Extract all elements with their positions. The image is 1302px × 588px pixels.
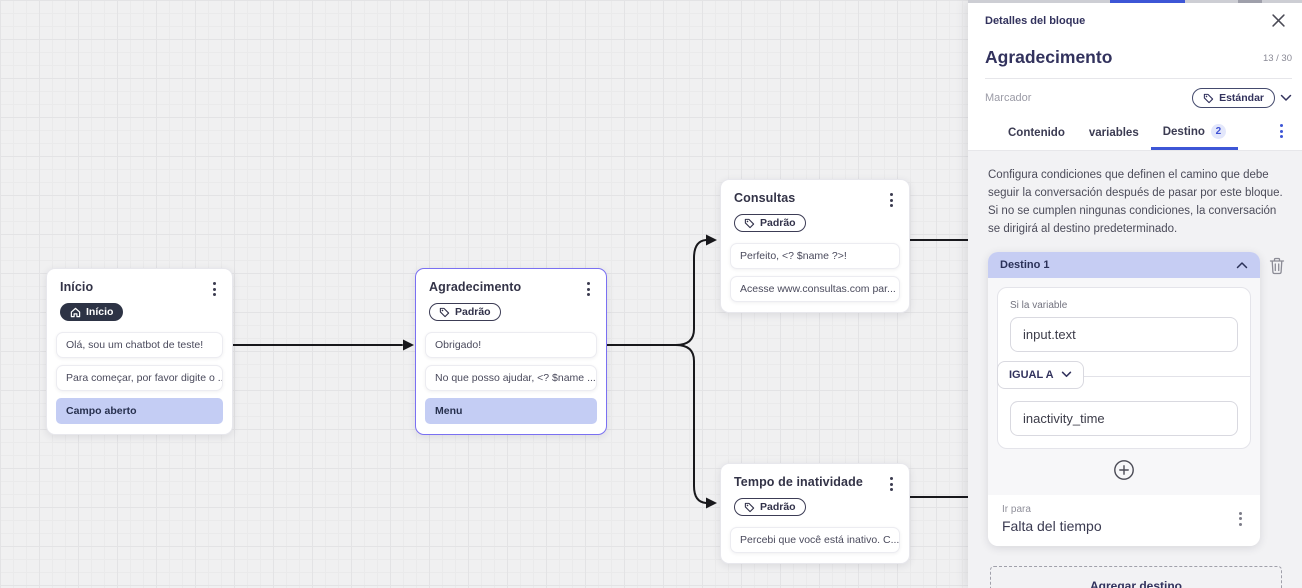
tag-icon <box>1203 93 1214 103</box>
destination-tab-content: Configura condiciones que definen el cam… <box>968 151 1302 588</box>
node-type-badge: Padrão <box>734 498 806 516</box>
destination-count-badge: 2 <box>1210 124 1226 139</box>
menu-row[interactable]: Menu <box>425 398 597 424</box>
trash-icon <box>1269 257 1285 274</box>
block-details-panel: Detalles del bloque Agradecimento 13 / 3… <box>968 0 1302 588</box>
open-field-row[interactable]: Campo aberto <box>56 398 223 424</box>
add-destination-button[interactable]: Agregar destino <box>990 565 1282 588</box>
message-row[interactable]: Olá, sou um chatbot de teste! <box>56 332 223 358</box>
node-type-badge: Padrão <box>734 214 806 232</box>
compare-value-input[interactable]: inactivity_time <box>1010 400 1238 436</box>
node-badge-label: Padrão <box>760 217 796 229</box>
marker-label: Marcador <box>985 92 1032 104</box>
scroll-indicator-thumb <box>1238 0 1262 3</box>
go-to-value[interactable]: Falta del tiempo <box>1002 517 1102 534</box>
condition-card: Si la variable input.text IGUAL A inacti… <box>997 286 1251 449</box>
node-badge-label: Padrão <box>760 501 796 513</box>
tag-icon <box>439 307 450 317</box>
node-menu-kebab-icon[interactable] <box>886 475 897 493</box>
block-name[interactable]: Agradecimento <box>985 47 1113 67</box>
destination-description: Configura condiciones que definen el cam… <box>988 169 1283 235</box>
destination-card: Destino 1 Si la variable input.text IGUA… <box>988 251 1260 546</box>
flow-canvas[interactable]: Início Início Olá, sou um chatbot de tes… <box>0 0 968 588</box>
node-title: Tempo de inatividade <box>734 475 863 489</box>
node-menu-kebab-icon[interactable] <box>583 280 594 298</box>
chevron-down-icon <box>1061 371 1071 378</box>
operator-row: IGUAL A <box>997 360 1250 392</box>
node-badge-label: Padrão <box>455 306 491 318</box>
message-row[interactable]: Acesse www.consultas.com par... <box>730 276 900 302</box>
add-condition-button[interactable] <box>1113 459 1135 481</box>
tab-variables[interactable]: variables <box>1088 127 1139 139</box>
node-title: Consultas <box>734 191 796 205</box>
destination-title: Destino 1 <box>1000 258 1050 271</box>
node-title: Agradecimento <box>429 280 522 294</box>
node-menu-kebab-icon[interactable] <box>886 191 897 209</box>
delete-destination-button[interactable] <box>1269 257 1285 275</box>
condition-label: Si la variable <box>1010 299 1068 311</box>
variable-input[interactable]: input.text <box>1010 316 1238 352</box>
message-row[interactable]: Percebi que você está inativo. C... <box>730 527 900 553</box>
flow-node-agradecimento[interactable]: Agradecimento Padrão Obrigado! No que po… <box>415 268 607 435</box>
home-icon <box>70 307 81 317</box>
chevron-up-icon[interactable] <box>1236 261 1248 269</box>
message-row[interactable]: Obrigado! <box>425 332 597 358</box>
scroll-indicator-active <box>1110 0 1185 3</box>
go-to-options-kebab-icon[interactable] <box>1235 510 1246 528</box>
node-type-badge: Início <box>60 303 124 321</box>
node-menu-kebab-icon[interactable] <box>209 280 220 298</box>
flow-node-inicio[interactable]: Início Início Olá, sou um chatbot de tes… <box>46 268 233 435</box>
tag-icon <box>744 502 755 512</box>
node-type-badge: Padrão <box>429 303 501 321</box>
plus-circle-icon <box>1114 459 1134 480</box>
message-row[interactable]: No que posso ajudar, <? $name ... <box>425 365 597 391</box>
node-badge-label: Início <box>86 306 114 318</box>
operator-select[interactable]: IGUAL A <box>997 360 1084 389</box>
marker-value: Estándar <box>1219 92 1264 104</box>
panel-title: Detalles del bloque <box>985 14 1086 27</box>
destination-card-header[interactable]: Destino 1 <box>988 251 1260 278</box>
message-row[interactable]: Perfeito, <? $name ?>! <box>730 243 900 269</box>
chevron-down-icon[interactable] <box>1280 94 1292 102</box>
message-row[interactable]: Para começar, por favor digite o ... <box>56 365 223 391</box>
tab-contenido[interactable]: Contenido <box>1008 127 1065 139</box>
panel-tabs: Contenido variables Destino 2 <box>968 115 1302 151</box>
marker-select[interactable]: Estándar <box>1192 88 1275 108</box>
character-counter: 13 / 30 <box>1262 53 1292 64</box>
flow-node-consultas[interactable]: Consultas Padrão Perfeito, <? $name ?>! … <box>720 179 910 313</box>
tab-options-kebab-icon[interactable] <box>1276 122 1287 140</box>
go-to-label: Ir para <box>1002 503 1031 515</box>
tag-icon <box>744 218 755 228</box>
panel-top-scroll-strip <box>968 0 1302 3</box>
flow-node-tempo-inatividade[interactable]: Tempo de inatividade Padrão Percebi que … <box>720 463 910 564</box>
tab-destino[interactable]: Destino 2 <box>1150 115 1238 150</box>
close-icon[interactable] <box>1270 12 1287 29</box>
node-title: Início <box>60 280 94 294</box>
